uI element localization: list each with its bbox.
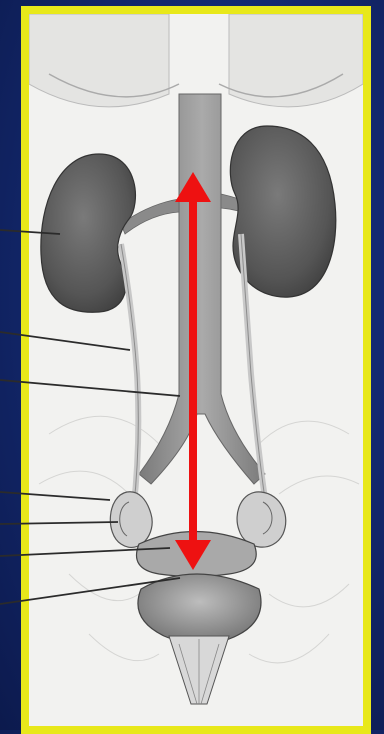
right-adnexa — [237, 492, 286, 547]
upper-right-organ-shadow — [229, 14, 363, 107]
illustration-frame — [21, 6, 371, 734]
upper-left-organ-shadow — [29, 14, 169, 107]
anatomy-illustration — [29, 14, 363, 726]
